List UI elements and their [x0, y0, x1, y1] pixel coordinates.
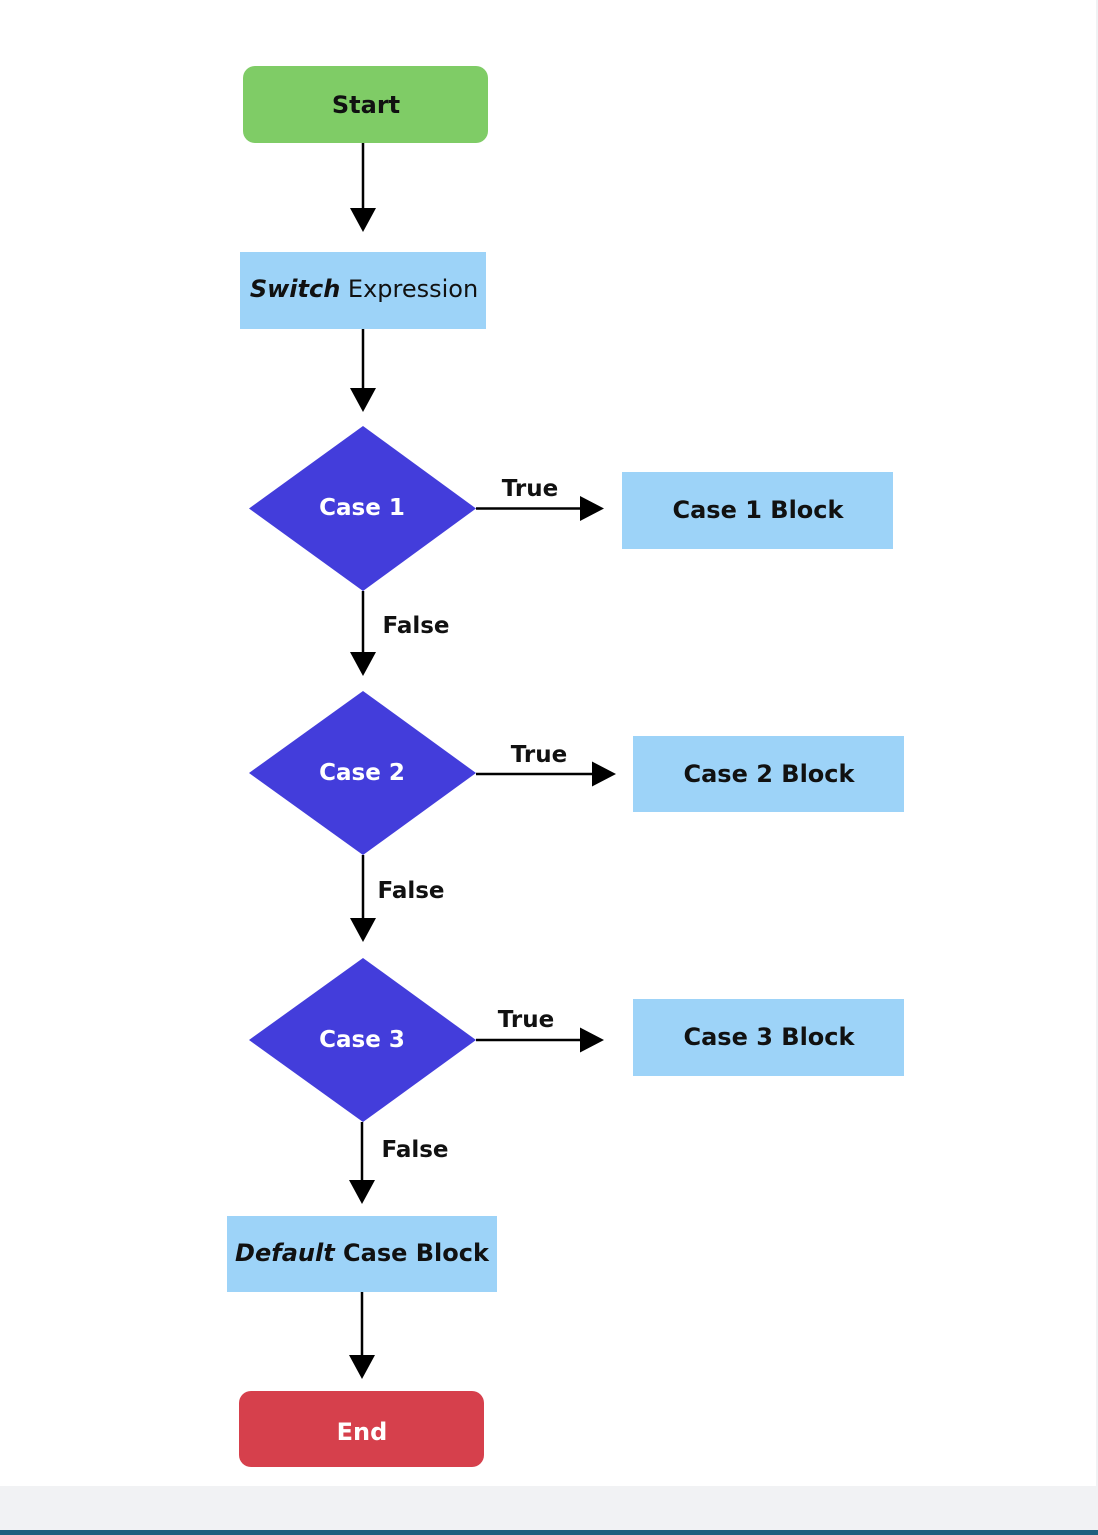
case-1-false-label: False [382, 613, 449, 639]
case-1-block [622, 472, 893, 549]
case-2-true-label: True [511, 742, 567, 768]
arrowhead-case-2-false [350, 918, 376, 942]
case-3-label: Case 3 [319, 1027, 405, 1053]
switch-expression-text: Expression [340, 275, 478, 303]
default-keyword: Default [235, 1239, 336, 1267]
arrowhead-default-to-end [349, 1355, 375, 1379]
arrowhead-case-3-false [349, 1180, 375, 1204]
case-2-label: Case 2 [319, 760, 405, 786]
switch-expression-node [240, 252, 486, 329]
case-3-true-label: True [498, 1007, 554, 1033]
case-3-block-label: Case 3 Block [684, 1023, 856, 1051]
bottom-footer-strip [0, 1486, 1098, 1530]
case-2-false-label: False [377, 878, 444, 904]
case-3-decision [249, 958, 476, 1122]
switch-expression-label: Switch Expression [250, 275, 478, 303]
arrowhead-switch-to-case-1 [350, 388, 376, 412]
start-node [243, 66, 488, 143]
case-1-true-label: True [502, 476, 558, 502]
end-node [239, 1391, 484, 1467]
arrowhead-case-2-true [592, 761, 616, 787]
right-edge-strip [1096, 0, 1098, 1486]
case-3-false-label: False [381, 1137, 448, 1163]
case-3-block [633, 999, 904, 1076]
case-2-decision [249, 691, 476, 855]
case-2-block-label: Case 2 Block [684, 760, 856, 788]
arrowhead-start-to-switch [350, 208, 376, 232]
default-case-block-label: Default Case Block [235, 1239, 490, 1267]
arrowhead-case-3-true [580, 1027, 604, 1053]
default-case-block [227, 1216, 497, 1292]
arrowhead-case-1-true [580, 496, 604, 521]
start-label: Start [332, 91, 400, 119]
default-case-block-text: Case Block [335, 1239, 490, 1267]
case-1-block-label: Case 1 Block [673, 496, 845, 524]
arrowhead-case-1-false [350, 652, 376, 676]
case-1-label: Case 1 [319, 495, 405, 521]
bottom-border-line [0, 1530, 1098, 1535]
case-1-decision [249, 426, 476, 591]
case-2-block [633, 736, 904, 812]
switch-keyword: Switch [250, 275, 340, 303]
end-label: End [337, 1418, 388, 1446]
